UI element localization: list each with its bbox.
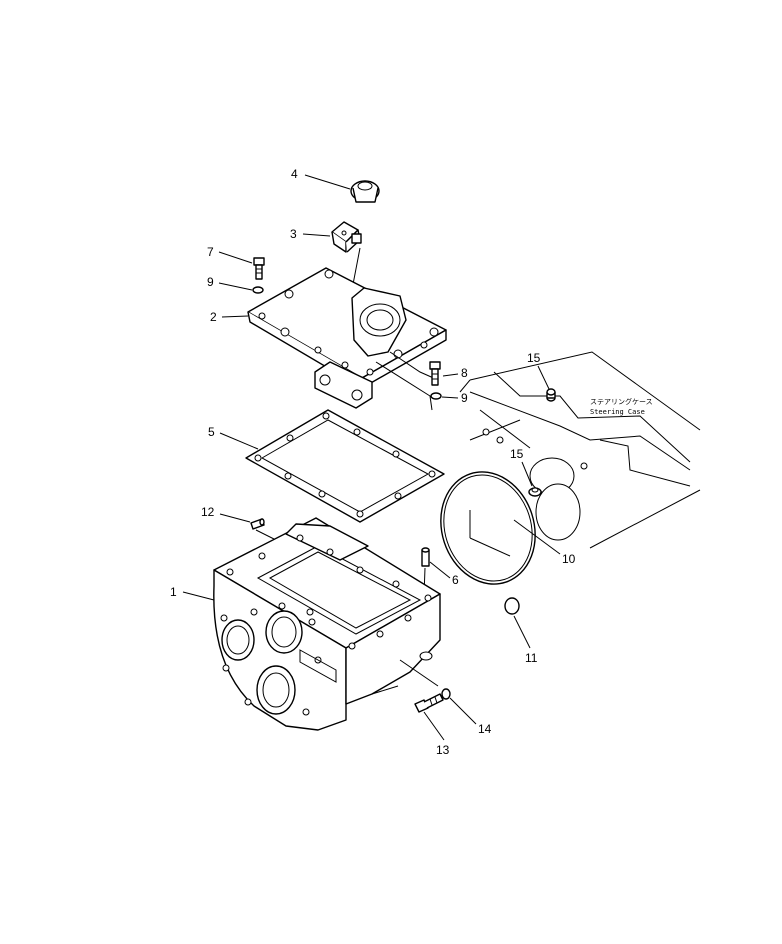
callout-9a: 9: [207, 275, 214, 289]
callout-15a: 15: [527, 351, 541, 365]
part-4-plug: [350, 180, 380, 203]
leader-13: [423, 711, 445, 741]
callout-2: 2: [210, 310, 217, 324]
callout-11: 11: [525, 651, 538, 665]
part-12-pin: [250, 518, 265, 530]
leader-10: [513, 519, 561, 555]
part-13-bolt: [414, 693, 444, 713]
part-3-switch: [331, 221, 362, 253]
callout-9b: 9: [461, 391, 468, 405]
part-14-washer: [441, 688, 451, 700]
callout-13: 13: [436, 743, 450, 757]
leader-3: [302, 233, 331, 237]
part-11-oring: [504, 597, 520, 615]
callout-7: 7: [207, 245, 214, 259]
callout-1: 1: [170, 585, 177, 599]
part-15-plug-upper: [546, 388, 556, 402]
leader-4: [304, 174, 351, 190]
leader-15a: [537, 365, 550, 390]
assembly-line-13: [399, 659, 439, 687]
part-15-plug-lower: [528, 487, 542, 497]
steering-case: [459, 351, 701, 549]
callout-5: 5: [208, 425, 215, 439]
part-9-washer-left: [252, 286, 264, 294]
callout-14: 14: [478, 722, 492, 736]
leader-14: [449, 697, 477, 725]
callout-6: 6: [452, 573, 459, 587]
leader-5: [219, 432, 259, 450]
part-2-cover: [247, 267, 447, 409]
leader-7: [218, 251, 253, 264]
part-5-gasket: [245, 409, 445, 523]
leader-11: [513, 615, 531, 649]
callout-12: 12: [201, 505, 215, 519]
callout-10: 10: [562, 552, 576, 566]
leader-9a: [218, 282, 253, 291]
leader-1: [182, 591, 215, 601]
part-6-pin: [421, 547, 430, 567]
callout-3: 3: [290, 227, 297, 241]
steering-case-label-en: Steering Case: [590, 408, 645, 416]
callout-4: 4: [291, 167, 298, 181]
steering-case-label-jp: ステアリングケース: [590, 397, 653, 406]
wire-2b: [375, 361, 433, 411]
part-10-seal: [440, 471, 536, 585]
leader-9b: [441, 396, 459, 399]
leader-12: [219, 513, 251, 523]
part-9-washer-right: [430, 392, 442, 400]
leader-8: [442, 373, 459, 377]
callout-15b: 15: [510, 447, 524, 461]
callout-8: 8: [461, 366, 468, 380]
leader-15b: [521, 461, 533, 487]
leader-2: [221, 315, 249, 318]
leader-6: [429, 561, 451, 579]
part-1-housing: [213, 517, 441, 731]
part-8-bolt: [429, 361, 441, 386]
part-7-bolt: [253, 257, 265, 280]
